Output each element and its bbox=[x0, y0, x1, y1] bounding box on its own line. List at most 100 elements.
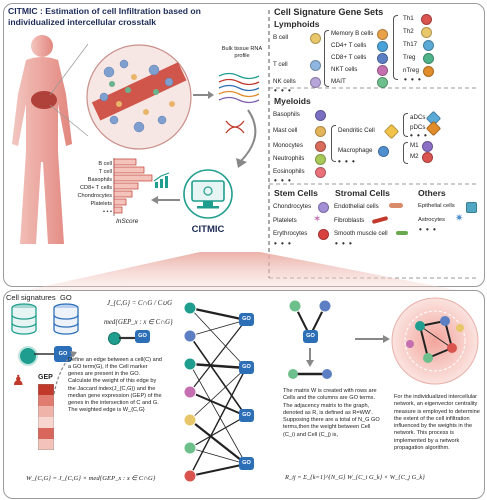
monocyte-icon bbox=[315, 141, 326, 152]
memory-b-icon bbox=[377, 29, 388, 40]
lymph-memory-b: Memory B cells bbox=[331, 30, 374, 37]
myeloid-dendritic: Dendritic Cell bbox=[338, 127, 375, 134]
inscore-bar bbox=[113, 190, 133, 198]
zoom-funnel bbox=[0, 252, 487, 296]
inscore-bar-chart bbox=[113, 158, 153, 216]
others-epithelial: Epithelial cells bbox=[418, 203, 455, 209]
stromal-smooth-muscle: Smooth muscle cell bbox=[334, 230, 388, 237]
lymph-nk-cells: NK cells bbox=[273, 78, 296, 85]
arrow-to-rna-icon bbox=[193, 91, 214, 99]
bar-label: Platelets bbox=[90, 201, 112, 207]
matrix-text: The matrix W is created with rows are Ce… bbox=[283, 388, 380, 438]
bar-label: Chondrocytes bbox=[77, 193, 112, 199]
lymph-cd4: CD4+ T cells bbox=[331, 42, 367, 49]
lymph-b-cell: B cell bbox=[273, 34, 289, 41]
bipartite-graph bbox=[183, 301, 247, 483]
neutrophil-icon bbox=[315, 154, 326, 165]
lymph-more-1: • • • bbox=[274, 86, 292, 95]
stem-heading: Stem Cells bbox=[274, 188, 318, 198]
cell-go-cell-triangle bbox=[288, 299, 332, 379]
gep-dashed-arrow bbox=[53, 351, 77, 395]
weight-equation: W_{C,G} = J_{C,G} × med{GEP_x : x ∈ C∩G} bbox=[26, 475, 156, 482]
inscore-bar bbox=[113, 182, 139, 190]
m1-icon bbox=[422, 141, 433, 152]
bar-label: B cell bbox=[98, 161, 112, 167]
myeloid-monocytes: Monocytes bbox=[273, 142, 303, 149]
go-node-3: GO bbox=[239, 409, 254, 422]
go-node-2: GO bbox=[239, 361, 254, 374]
myeloid-brace-1 bbox=[331, 125, 336, 162]
ntreg-icon bbox=[423, 66, 434, 77]
erythrocyte-icon bbox=[318, 229, 329, 240]
go-node-4: GO bbox=[239, 457, 254, 470]
chondrocyte-icon bbox=[318, 202, 329, 213]
th2-icon bbox=[421, 27, 432, 38]
mac-brace bbox=[403, 142, 408, 164]
rij-equation: R_ij = Σ_{k=1}^{N_G} W_{C_i G_k} × W_{C_… bbox=[285, 474, 425, 481]
dc-more: • • • bbox=[410, 131, 428, 140]
mast-icon bbox=[315, 126, 326, 137]
network-propagation-graph bbox=[391, 297, 479, 385]
bar-label: T cell bbox=[98, 169, 112, 175]
edge-definition-text: Define an edge between a cell(C) and a G… bbox=[68, 357, 162, 414]
stromal-heading: Stromal Cells bbox=[335, 188, 390, 198]
nk-cell-icon bbox=[310, 77, 321, 88]
inscore-bar bbox=[113, 174, 153, 182]
th1-icon bbox=[421, 14, 432, 25]
database-icon-green bbox=[11, 303, 37, 335]
eosinophil-icon bbox=[315, 167, 326, 178]
basophil-icon bbox=[315, 110, 326, 121]
bar-label: CD8+ T cells bbox=[80, 185, 112, 191]
go-db-label: GO bbox=[60, 293, 72, 302]
dc-pdcs: pDCs bbox=[410, 124, 426, 131]
mac-m2: M2 bbox=[410, 153, 419, 160]
stromal-endothelial: Endothelial cells bbox=[334, 203, 379, 210]
dna-icon bbox=[225, 120, 245, 134]
go-node-icon: GO bbox=[54, 346, 72, 362]
arrow-to-citmic-icon bbox=[236, 109, 257, 168]
lymph-mait: MAIT bbox=[331, 78, 346, 85]
inscore-bar bbox=[113, 158, 137, 166]
smooth-muscle-icon bbox=[396, 231, 408, 235]
lymph-brace-1 bbox=[324, 30, 329, 87]
lymph-cd8: CD8+ T cells bbox=[331, 54, 367, 61]
stem-more: • • • bbox=[274, 239, 292, 248]
stromal-fibroblasts: Fibroblasts bbox=[334, 217, 365, 224]
lymph-ntreg: nTreg bbox=[403, 67, 419, 74]
lymph-more-3: • • • bbox=[404, 75, 422, 84]
stem-erythrocytes: Erythrocytes bbox=[273, 230, 308, 237]
final-text: For the individualized intercellular net… bbox=[394, 394, 480, 451]
cell-signatures-label: Cell signatures bbox=[6, 293, 56, 302]
gene-sets-title: Cell Signature Gene Sets bbox=[274, 7, 384, 17]
myeloid-neutrophils: Neutrophils bbox=[273, 155, 305, 162]
t-cell-icon bbox=[310, 60, 321, 71]
go-node-triangle: GO bbox=[303, 330, 318, 343]
cell-go-edge bbox=[34, 353, 54, 355]
go-node-small-icon: GO bbox=[135, 330, 150, 343]
b-cell-icon bbox=[310, 33, 321, 44]
bulk-rna-label: Bulk tissue RNA profile bbox=[221, 46, 263, 59]
myeloid-eosinophils: Eosinophils bbox=[273, 168, 305, 175]
lymph-th1: Th1 bbox=[403, 15, 414, 22]
dc-adcs: aDCs bbox=[410, 114, 426, 121]
inscore-bar bbox=[113, 198, 127, 206]
cd8-icon bbox=[377, 53, 388, 64]
mac-m1: M1 bbox=[410, 142, 419, 149]
gep-label: GEP bbox=[38, 374, 53, 381]
zoom-connector-lines bbox=[49, 43, 89, 137]
others-astrocytes: Astrocytes bbox=[418, 217, 446, 223]
person-icon: ♟ bbox=[12, 372, 25, 388]
stromal-more: • • • bbox=[335, 239, 353, 248]
arrow-to-network-icon bbox=[355, 335, 390, 343]
main-title: CITMIC : Estimation of cell Infiltration… bbox=[8, 6, 201, 27]
stem-chondrocytes: Chondrocytes bbox=[273, 203, 312, 210]
myeloid-macrophage: Macrophage bbox=[338, 147, 373, 154]
stem-platelets: Platelets bbox=[273, 217, 297, 224]
m2-icon bbox=[422, 152, 433, 163]
bar-label: • • • bbox=[103, 209, 112, 215]
cell-node-icon bbox=[18, 346, 38, 366]
jaccard-equation: J_{C,G} = C∩G / C∪G bbox=[107, 300, 173, 307]
human-body-illustration bbox=[12, 35, 72, 244]
citmic-label: CITMIC bbox=[191, 224, 225, 235]
epithelial-icon bbox=[466, 202, 477, 213]
